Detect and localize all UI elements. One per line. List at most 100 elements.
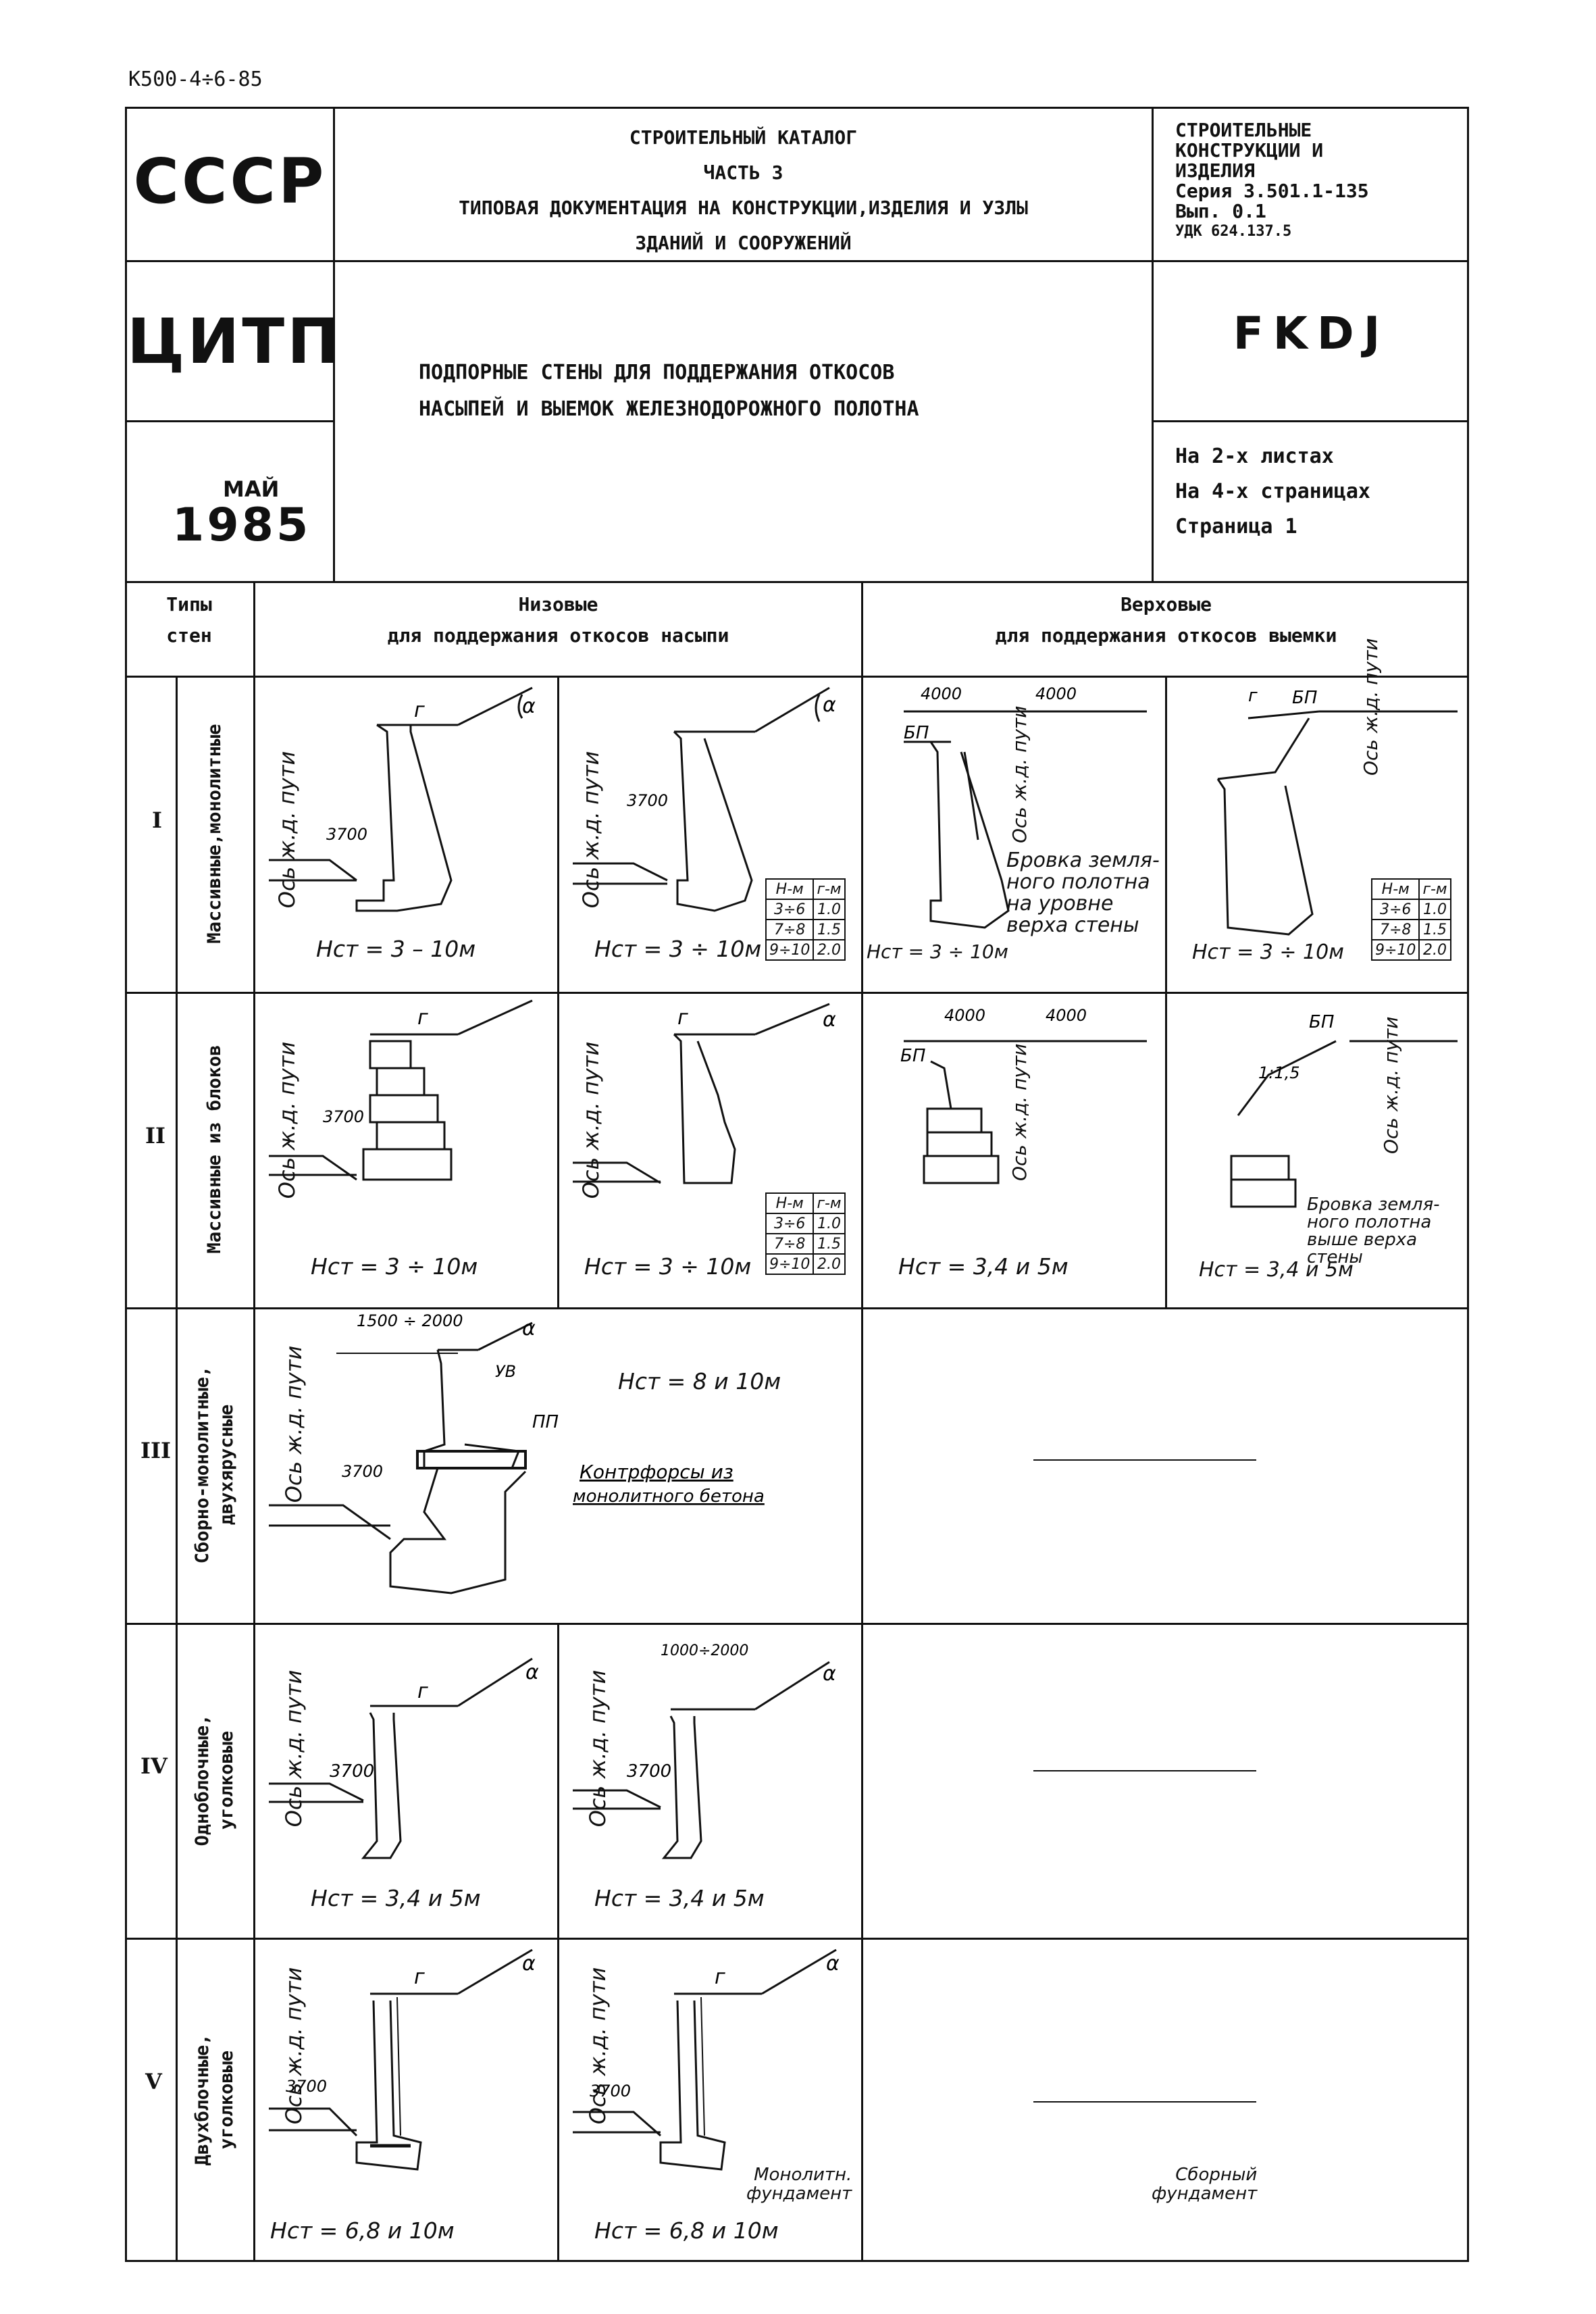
svg-text:г: г <box>414 699 425 722</box>
col-line-roman <box>176 676 178 2262</box>
row-type-3: Сборно-монолитные, двухярусные <box>192 1365 237 1564</box>
drawing-2c: 4000 4000 БП <box>900 1006 1147 1184</box>
svg-text:4000: 4000 <box>921 684 962 703</box>
svg-text:α: α <box>522 695 536 718</box>
svg-text:1000÷2000: 1000÷2000 <box>661 1642 748 1659</box>
row-type-2: Массивные из блоков <box>204 1045 225 1254</box>
svg-text:α: α <box>522 1952 536 1976</box>
svg-text:3700: 3700 <box>342 1462 383 1481</box>
row-line-4 <box>125 1938 1469 1940</box>
svg-text:УВ: УВ <box>495 1362 516 1381</box>
row-roman-2: II <box>145 1123 165 1149</box>
svg-text:монолитного бетона: монолитного бетона <box>573 1486 765 1507</box>
drawing-1d: г БП <box>1216 686 1458 936</box>
col-header-up: Верховые для поддержания откосов выемки <box>995 593 1337 647</box>
axis-label-1d: Ось ж.д. пути <box>1360 638 1382 776</box>
row-line-2 <box>125 1307 1469 1309</box>
document-code: К500-4÷6-85 <box>128 68 263 91</box>
height-note-4b: Нст = 3,4 и 5м <box>594 1885 765 1911</box>
height-note-2a: Нст = 3 ÷ 10м <box>311 1253 478 1280</box>
axis-label-4b: Ось ж.д. пути <box>585 1669 611 1828</box>
height-note-2c: Нст = 3,4 и 5м <box>898 1253 1069 1280</box>
svg-text:3700: 3700 <box>627 791 668 810</box>
svg-text:α: α <box>826 1952 840 1976</box>
svg-text:4000: 4000 <box>944 1006 985 1025</box>
axis-label-5b: Ось ж.д. пути <box>585 1967 611 2125</box>
empty-dash-4 <box>1033 1770 1256 1771</box>
row-type-1: Массивные,монолитные <box>204 724 225 944</box>
height-note-1b: Нст = 3 ÷ 10м <box>594 936 762 962</box>
header-row-line-1 <box>125 260 1469 262</box>
svg-text:БП: БП <box>1309 1012 1334 1032</box>
svg-text:г: г <box>414 1965 425 1989</box>
col-line-types <box>253 581 255 2262</box>
svg-text:α: α <box>525 1661 539 1684</box>
svg-text:1:1,5: 1:1,5 <box>1258 1063 1300 1082</box>
row-line-3 <box>125 1623 1469 1625</box>
svg-text:3700: 3700 <box>286 2077 327 2096</box>
axis-label-1a: Ось ж.д. пути <box>274 751 300 909</box>
axis-label-3a: Ось ж.д. пути <box>281 1345 307 1503</box>
height-note-5a: Нст = 6,8 и 10м <box>270 2217 455 2244</box>
foundation-label-2: Монолитн. фундамент <box>746 2165 852 2204</box>
height-note-5b: Нст = 6,8 и 10м <box>594 2217 779 2244</box>
svg-text:3700: 3700 <box>326 825 367 844</box>
svg-text:α: α <box>823 1008 836 1032</box>
col-header-types: Типы стен <box>166 593 212 647</box>
svg-text:г: г <box>677 1006 688 1030</box>
foundation-label-1: Сборный фундамент <box>1152 2165 1258 2204</box>
height-note-2b: Нст = 3 ÷ 10м <box>584 1253 752 1280</box>
catalog-title: СТРОИТЕЛЬНЫЙ КАТАЛОГ ЧАСТЬ 3 ТИПОВАЯ ДОК… <box>459 126 1028 254</box>
drawing-1a: гα 3700 Ось ж.д пути <box>269 686 536 912</box>
header-bottom-line <box>125 581 1469 583</box>
date-year: 1985 <box>172 499 311 552</box>
axis-label-2a: Ось ж.д. пути <box>274 1041 300 1199</box>
brovka-label-2: Бровка земля- ного полотна выше верха ст… <box>1307 1194 1440 1267</box>
svg-text:г: г <box>417 1680 428 1703</box>
svg-text:1500 ÷ 2000: 1500 ÷ 2000 <box>357 1311 463 1330</box>
catalog-code: FKDJ <box>1233 307 1390 359</box>
svg-text:3700: 3700 <box>590 2082 631 2101</box>
row-roman-1: I <box>152 807 162 833</box>
svg-text:БП: БП <box>900 1046 925 1066</box>
svg-text:БП: БП <box>904 723 929 743</box>
col-header-low: Низовые для поддержания откосов насыпи <box>387 593 729 647</box>
empty-dash-5 <box>1033 2101 1256 2103</box>
axis-label-1c: Ось ж.д. пути <box>1008 705 1031 843</box>
drawing-5a: г α 3700 <box>269 1948 536 2171</box>
svg-text:БП: БП <box>1292 688 1317 708</box>
col-line-low-split-a <box>557 676 559 1307</box>
row-type-5: Двухблочные, уголковые <box>192 2034 237 2166</box>
col-line-low-split-b <box>557 1623 559 2262</box>
sheets-info: На 2-х листах На 4-х страницах Страница … <box>1175 445 1370 538</box>
svg-text:3700: 3700 <box>323 1107 364 1126</box>
series-block: СТРОИТЕЛЬНЫЕ КОНСТРУКЦИИ И ИЗДЕЛИЯ Серия… <box>1175 119 1369 241</box>
height-note-1d: Нст = 3 ÷ 10м <box>1192 940 1344 964</box>
svg-text:г: г <box>715 1965 725 1989</box>
row-line-1 <box>125 992 1469 994</box>
svg-text:г: г <box>1248 686 1258 706</box>
header-divider-left <box>333 107 335 581</box>
document-frame <box>125 107 1469 2262</box>
org-citp: ЦИТП <box>127 305 342 378</box>
svg-text:Контрфорсы из: Контрфорсы из <box>580 1461 733 1483</box>
svg-text:4000: 4000 <box>1046 1006 1087 1025</box>
axis-label-2c: Ось ж.д. пути <box>1008 1043 1031 1181</box>
svg-text:α: α <box>823 693 836 717</box>
height-note-1a: Нст = 3 – 10м <box>316 936 476 962</box>
svg-text:ПП: ПП <box>532 1412 559 1432</box>
subject-title: ПОДПОРНЫЕ СТЕНЫ ДЛЯ ПОДДЕРЖАНИЯ ОТКОСОВ … <box>419 361 919 421</box>
axis-label-4a: Ось ж.д. пути <box>281 1669 307 1828</box>
height-note-1c: Нст = 3 ÷ 10м <box>867 940 1008 963</box>
empty-dash-3 <box>1033 1459 1256 1461</box>
drawing-5b: г α 3700 <box>573 1948 840 2171</box>
axis-label-2d: Ось ж.д. пути <box>1380 1016 1402 1154</box>
header-row-line-2b <box>1152 420 1469 422</box>
